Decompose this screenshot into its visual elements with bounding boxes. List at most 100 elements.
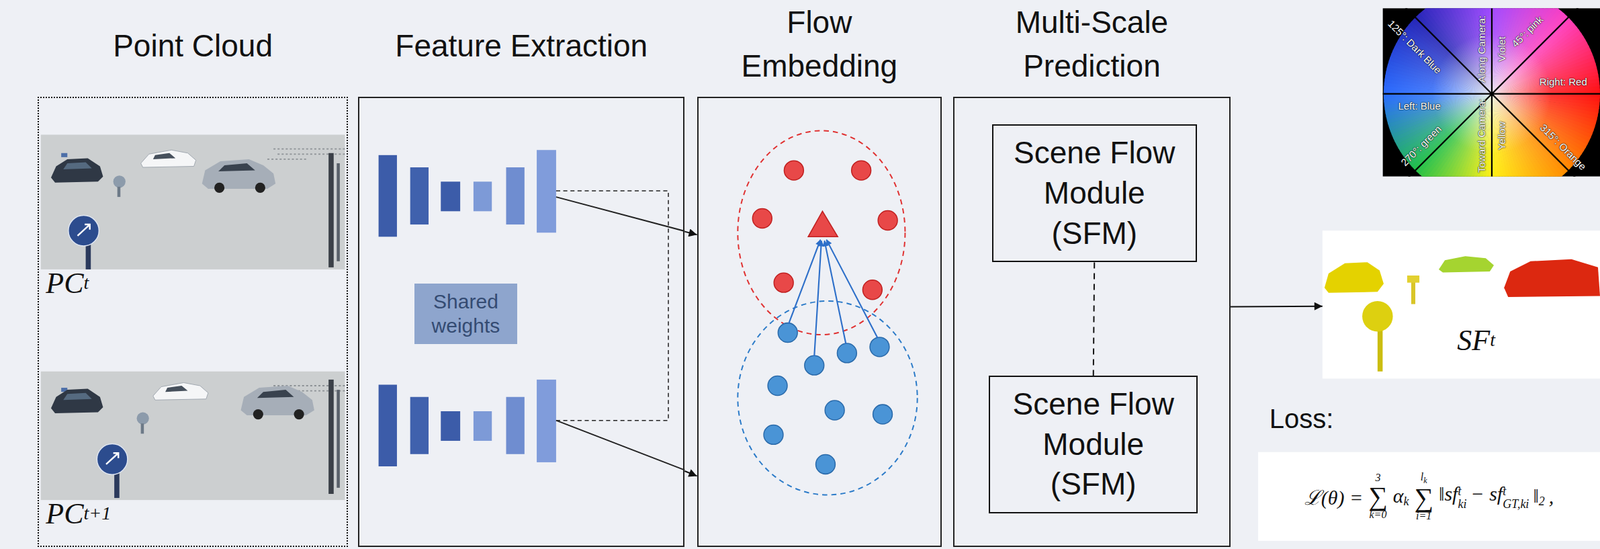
panel-heading: Point Cloud — [112, 24, 273, 68]
formula-term: k=0 — [1369, 509, 1388, 521]
feature-leader — [556, 420, 685, 471]
frame-superscript: t — [83, 272, 90, 293]
formula-term: t — [1457, 484, 1467, 498]
distant-object — [61, 153, 68, 158]
panel-heading: Feature Extraction — [394, 24, 648, 68]
feature-leader — [556, 196, 685, 232]
formula-term: k — [1403, 494, 1409, 508]
formula-term: ‖sf — [1438, 482, 1458, 505]
formula-term: GT,ki — [1502, 497, 1529, 511]
direction-label: 270°: green — [1398, 122, 1445, 169]
formula-term: k — [1423, 475, 1427, 485]
frame-label-wrap: PCt — [45, 267, 89, 300]
heading-wrap: Flow Embedding — [698, 0, 942, 89]
neighbourhood-ring — [737, 130, 905, 335]
pole — [141, 423, 145, 434]
flow-colored-car — [1438, 255, 1494, 273]
flow-arrow — [684, 231, 697, 236]
formula-panel — [1258, 452, 1600, 541]
formula-term: i=1 — [1415, 510, 1432, 522]
sign-arrow — [106, 452, 119, 465]
pole — [328, 379, 334, 494]
formula-group: αk — [1393, 484, 1410, 509]
pole — [336, 389, 340, 488]
flow-colored-car — [1503, 259, 1600, 297]
shared-weights-box: Shared weights — [414, 283, 518, 344]
frame-symbol: SF — [1456, 323, 1490, 357]
source-point — [862, 280, 882, 300]
target-point — [777, 323, 798, 343]
encoder-layer — [410, 396, 429, 455]
car-window — [218, 163, 256, 172]
formula-term: ∑ — [1413, 484, 1434, 511]
encoder-layer — [410, 167, 429, 225]
pole — [117, 186, 121, 197]
formula-term: l — [1420, 470, 1424, 483]
frame-label-wrap: SFt — [1456, 324, 1496, 357]
box-text-wrap: Scene Flow Module (SFM) — [1000, 132, 1189, 254]
source-point — [783, 160, 804, 181]
formula-term: , — [1548, 484, 1555, 508]
formula-group: − sftGT,ki — [1470, 482, 1529, 511]
point-cloud-ground — [40, 371, 346, 500]
car-points — [202, 159, 276, 189]
car-points — [51, 157, 103, 183]
heading-wrap: Point Cloud — [38, 24, 347, 68]
box-text-wrap: Shared weights — [418, 289, 514, 338]
car-wheel — [294, 409, 305, 420]
car-points — [141, 149, 197, 168]
car-window — [153, 153, 176, 160]
formula-term: 3 — [1374, 471, 1381, 483]
flow-colored-pole — [1411, 281, 1416, 304]
encoder-layer — [440, 411, 461, 441]
formula-group: ℒ(θ) = — [1304, 482, 1363, 511]
query-point — [808, 210, 838, 237]
pole — [336, 163, 340, 262]
car-wheel — [255, 182, 266, 193]
pole-top — [137, 412, 150, 425]
formula-term: − sf — [1470, 482, 1503, 505]
box-text-wrap: Scene Flow Module (SFM) — [996, 384, 1190, 505]
direction-label: Right: Red — [1539, 75, 1588, 88]
road-sign — [96, 443, 128, 475]
formula-group: , — [1548, 484, 1555, 508]
formula-sum: lk∑i=1 — [1413, 471, 1434, 522]
formula-limit: 3 — [1374, 472, 1381, 484]
scene-flow-module-box: Scene Flow Module (SFM) — [988, 375, 1198, 514]
embedding-arrow — [788, 239, 821, 324]
frame-superscript: t — [1489, 329, 1496, 350]
target-point — [816, 454, 836, 475]
direction-label: Along Camera: Violet — [1471, 8, 1513, 91]
source-point — [877, 210, 898, 231]
car-window — [257, 389, 295, 398]
direction-label: 45°: pink — [1509, 13, 1546, 50]
decoder-layer — [505, 167, 524, 225]
weight-sharing-bracket — [556, 190, 669, 421]
pole-top — [113, 175, 126, 188]
neighbourhood-ring — [737, 300, 917, 496]
formula-term: t — [1502, 484, 1529, 498]
direction-label: 125°: Dark Blue — [1385, 17, 1444, 76]
formula-sum: 3∑k=0 — [1368, 472, 1388, 521]
frame-symbol: PC — [45, 266, 84, 300]
color-wheel-axes — [1382, 8, 1600, 177]
target-point — [824, 400, 845, 420]
formula-term: ℒ(θ) = — [1304, 486, 1363, 509]
decoder-layer — [536, 379, 557, 463]
box-label: Scene Flow Module (SFM) — [996, 384, 1190, 505]
loss-formula: ℒ(θ) =3∑k=0αklk∑i=1‖sftki− sftGT,ki‖2, — [1258, 452, 1600, 541]
road-sign — [68, 214, 100, 246]
embedding-arrow — [826, 239, 878, 338]
heading-wrap: Multi-Scale Prediction — [954, 0, 1230, 89]
target-point — [763, 424, 784, 444]
frame-label-wrap: PCt+1 — [45, 497, 111, 530]
formula-term: α — [1393, 484, 1404, 507]
loss-label: Loss: — [1269, 402, 1335, 435]
car-window — [63, 392, 93, 401]
car-window — [63, 161, 93, 170]
decoder-layer — [536, 149, 557, 233]
multi-scale-prediction-panel: Multi-Scale PredictionScene Flow Module … — [953, 96, 1231, 547]
panel-heading: Multi-Scale Prediction — [984, 0, 1199, 89]
